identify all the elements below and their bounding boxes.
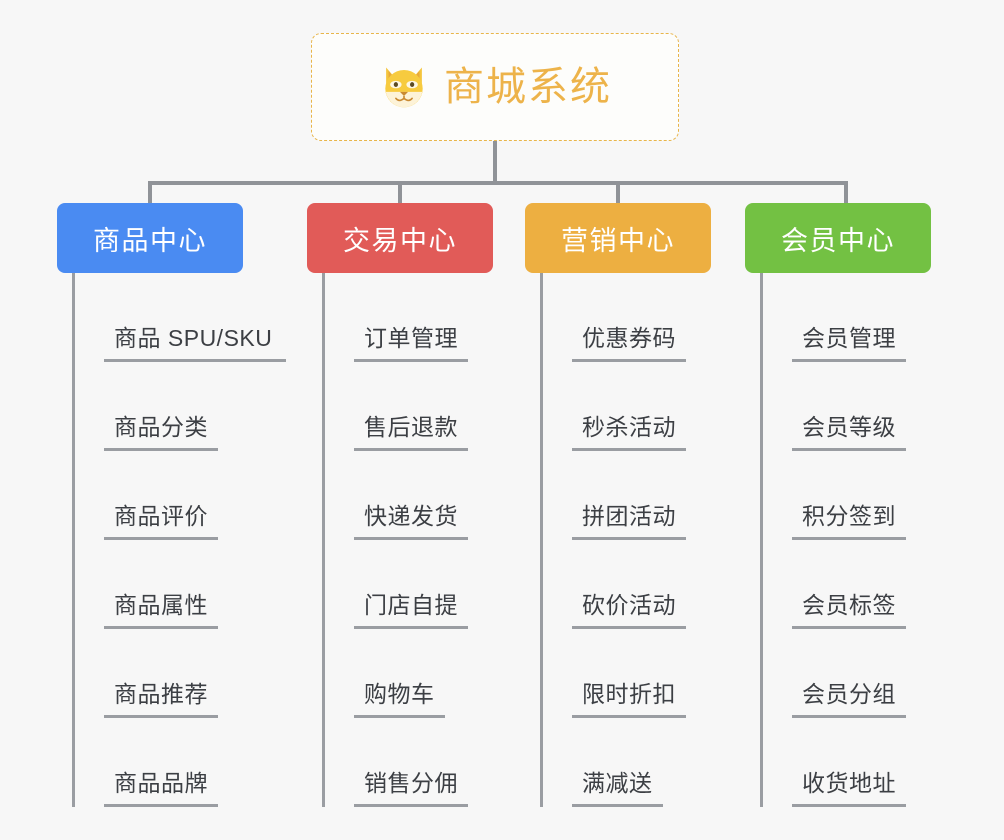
leaf-label: 订单管理 xyxy=(354,323,468,362)
list-item[interactable]: 砍价活动 xyxy=(540,540,755,629)
list-item[interactable]: 快递发货 xyxy=(322,451,537,540)
leaf-label: 拼团活动 xyxy=(572,501,686,540)
leaf-label: 会员等级 xyxy=(792,412,906,451)
leaf-label: 秒杀活动 xyxy=(572,412,686,451)
branch-marketing-center: 营销中心 优惠券码 秒杀活动 拼团活动 砍价活动 限时折扣 满减送 xyxy=(525,203,755,823)
leaf-list-member-center: 会员管理 会员等级 积分签到 会员标签 会员分组 收货地址 xyxy=(760,273,975,807)
leaf-label: 会员管理 xyxy=(792,323,906,362)
connector-drop-member xyxy=(844,181,848,205)
leaf-label: 商品分类 xyxy=(104,412,218,451)
leaf-spine xyxy=(540,273,543,807)
list-item[interactable]: 收货地址 xyxy=(760,718,975,807)
leaf-spine xyxy=(322,273,325,807)
leaf-spine xyxy=(760,273,763,807)
list-item[interactable]: 秒杀活动 xyxy=(540,362,755,451)
leaf-list-trade-center: 订单管理 售后退款 快递发货 门店自提 购物车 销售分佣 xyxy=(322,273,537,807)
branch-label: 商品中心 xyxy=(93,225,207,256)
connector-drop-product xyxy=(148,181,152,205)
list-item[interactable]: 会员等级 xyxy=(760,362,975,451)
branch-header-member-center[interactable]: 会员中心 xyxy=(745,203,931,273)
list-item[interactable]: 销售分佣 xyxy=(322,718,537,807)
connector-bus xyxy=(148,181,848,185)
list-item[interactable]: 商品品牌 xyxy=(72,718,287,807)
connector-root-stem xyxy=(493,141,497,183)
leaf-label: 商品推荐 xyxy=(104,679,218,718)
branch-trade-center: 交易中心 订单管理 售后退款 快递发货 门店自提 购物车 销售分佣 xyxy=(307,203,537,823)
list-item[interactable]: 积分签到 xyxy=(760,451,975,540)
list-item[interactable]: 商品推荐 xyxy=(72,629,287,718)
leaf-label: 会员标签 xyxy=(792,590,906,629)
list-item[interactable]: 购物车 xyxy=(322,629,537,718)
connector-drop-marketing xyxy=(616,181,620,205)
leaf-spine xyxy=(72,273,75,807)
list-item[interactable]: 门店自提 xyxy=(322,540,537,629)
leaf-label: 购物车 xyxy=(354,679,445,718)
leaf-label: 积分签到 xyxy=(792,501,906,540)
leaf-list-marketing-center: 优惠券码 秒杀活动 拼团活动 砍价活动 限时折扣 满减送 xyxy=(540,273,755,807)
branch-header-marketing-center[interactable]: 营销中心 xyxy=(525,203,711,273)
leaf-label: 销售分佣 xyxy=(354,768,468,807)
branch-label: 会员中心 xyxy=(781,225,895,256)
list-item[interactable]: 优惠券码 xyxy=(540,273,755,362)
list-item[interactable]: 会员标签 xyxy=(760,540,975,629)
leaf-label: 售后退款 xyxy=(354,412,468,451)
list-item[interactable]: 拼团活动 xyxy=(540,451,755,540)
leaf-label: 满减送 xyxy=(572,768,663,807)
leaf-label: 收货地址 xyxy=(792,768,906,807)
list-item[interactable]: 商品评价 xyxy=(72,451,287,540)
branch-header-product-center[interactable]: 商品中心 xyxy=(57,203,243,273)
leaf-label: 商品评价 xyxy=(104,501,218,540)
leaf-label: 商品属性 xyxy=(104,590,218,629)
branch-product-center: 商品中心 商品 SPU/SKU 商品分类 商品评价 商品属性 商品推荐 商品品牌 xyxy=(57,203,287,823)
list-item[interactable]: 满减送 xyxy=(540,718,755,807)
dog-face-icon xyxy=(378,61,430,113)
list-item[interactable]: 会员管理 xyxy=(760,273,975,362)
branch-label: 营销中心 xyxy=(561,225,675,256)
leaf-label: 商品 SPU/SKU xyxy=(104,323,287,362)
leaf-label: 会员分组 xyxy=(792,679,906,718)
leaf-label: 商品品牌 xyxy=(104,768,218,807)
root-title: 商城系统 xyxy=(444,65,612,109)
leaf-label: 砍价活动 xyxy=(572,590,686,629)
list-item[interactable]: 限时折扣 xyxy=(540,629,755,718)
leaf-label: 快递发货 xyxy=(354,501,468,540)
leaf-label: 优惠券码 xyxy=(572,323,686,362)
root-node[interactable]: 商城系统 xyxy=(311,33,679,141)
leaf-label: 门店自提 xyxy=(354,590,468,629)
connector-drop-trade xyxy=(398,181,402,205)
list-item[interactable]: 商品分类 xyxy=(72,362,287,451)
list-item[interactable]: 订单管理 xyxy=(322,273,537,362)
list-item[interactable]: 商品 SPU/SKU xyxy=(72,273,287,362)
branch-label: 交易中心 xyxy=(343,225,457,256)
list-item[interactable]: 商品属性 xyxy=(72,540,287,629)
list-item[interactable]: 售后退款 xyxy=(322,362,537,451)
branch-member-center: 会员中心 会员管理 会员等级 积分签到 会员标签 会员分组 收货地址 xyxy=(745,203,975,823)
leaf-label: 限时折扣 xyxy=(572,679,686,718)
branch-header-trade-center[interactable]: 交易中心 xyxy=(307,203,493,273)
list-item[interactable]: 会员分组 xyxy=(760,629,975,718)
leaf-list-product-center: 商品 SPU/SKU 商品分类 商品评价 商品属性 商品推荐 商品品牌 xyxy=(72,273,287,807)
